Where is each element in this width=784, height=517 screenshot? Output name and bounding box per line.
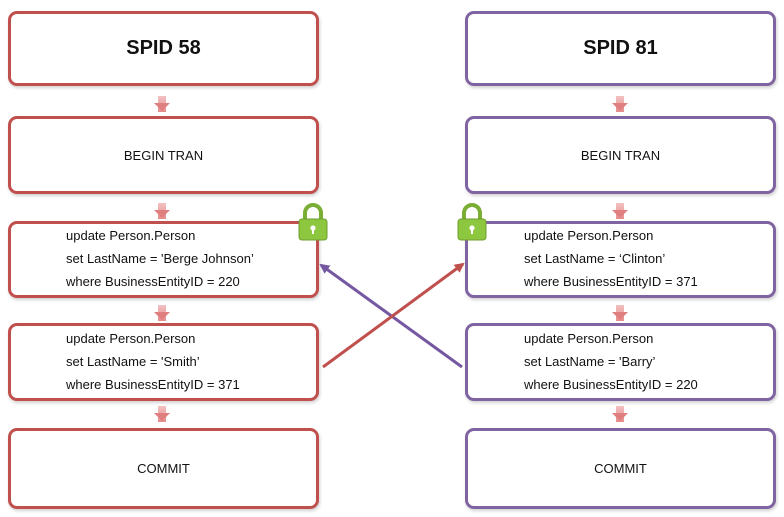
right-commit-box: COMMIT [465, 428, 776, 509]
padlock-icon [457, 203, 487, 241]
spid-81-header: SPID 81 [465, 11, 776, 86]
connector-arrow-icon [612, 96, 628, 112]
right-update-1-box [465, 221, 776, 298]
purple-wait-arrow [319, 263, 463, 369]
left-update-2-code: update Person.Person set LastName = 'Smi… [66, 327, 240, 396]
left-begin-tran-label: BEGIN TRAN [123, 147, 204, 163]
code-line: update Person.Person [66, 331, 196, 346]
right-update-1-code: update Person.Person set LastName = ‘Cli… [524, 224, 698, 293]
left-update-1-box [8, 221, 319, 298]
left-commit-label: COMMIT [137, 461, 190, 476]
right-commit-label: COMMIT [594, 461, 647, 476]
right-begin-tran-label: BEGIN TRAN [580, 147, 661, 163]
code-line: update Person.Person [66, 228, 196, 243]
code-line: where BusinessEntityID = 371 [524, 274, 698, 289]
connector-arrow-icon [154, 305, 170, 321]
code-line: set LastName = 'Berge Johnson’ [66, 251, 254, 266]
right-update-2-code: update Person.Person set LastName = 'Bar… [524, 327, 698, 396]
connector-arrow-icon [154, 96, 170, 112]
left-begin-tran-box: BEGIN TRAN [8, 116, 319, 194]
red-wait-arrow [322, 262, 465, 369]
code-line: update Person.Person [524, 228, 654, 243]
spid-81-title: SPID 81 [583, 37, 658, 59]
padlock-icon [298, 203, 328, 241]
right-begin-tran-box: BEGIN TRAN [465, 116, 776, 194]
code-line: update Person.Person [524, 331, 654, 346]
connector-arrow-icon [154, 203, 170, 219]
code-line: set LastName = 'Barry’ [524, 354, 656, 369]
connector-arrow-icon [612, 406, 628, 422]
left-update-2-box [8, 323, 319, 401]
connector-arrow-icon [612, 203, 628, 219]
right-update-2-box [465, 323, 776, 401]
code-line: set LastName = ‘Clinton’ [524, 251, 666, 266]
code-line: where BusinessEntityID = 220 [66, 274, 240, 289]
left-update-1-code: update Person.Person set LastName = 'Ber… [66, 224, 254, 293]
code-line: where BusinessEntityID = 220 [524, 377, 698, 392]
code-line: set LastName = 'Smith’ [66, 354, 200, 369]
spid-58-header: SPID 58 [8, 11, 319, 86]
connector-arrow-icon [612, 305, 628, 321]
code-line: where BusinessEntityID = 371 [66, 377, 240, 392]
spid-58-title: SPID 58 [126, 37, 201, 59]
left-commit-box: COMMIT [8, 428, 319, 509]
connector-arrow-icon [154, 406, 170, 422]
